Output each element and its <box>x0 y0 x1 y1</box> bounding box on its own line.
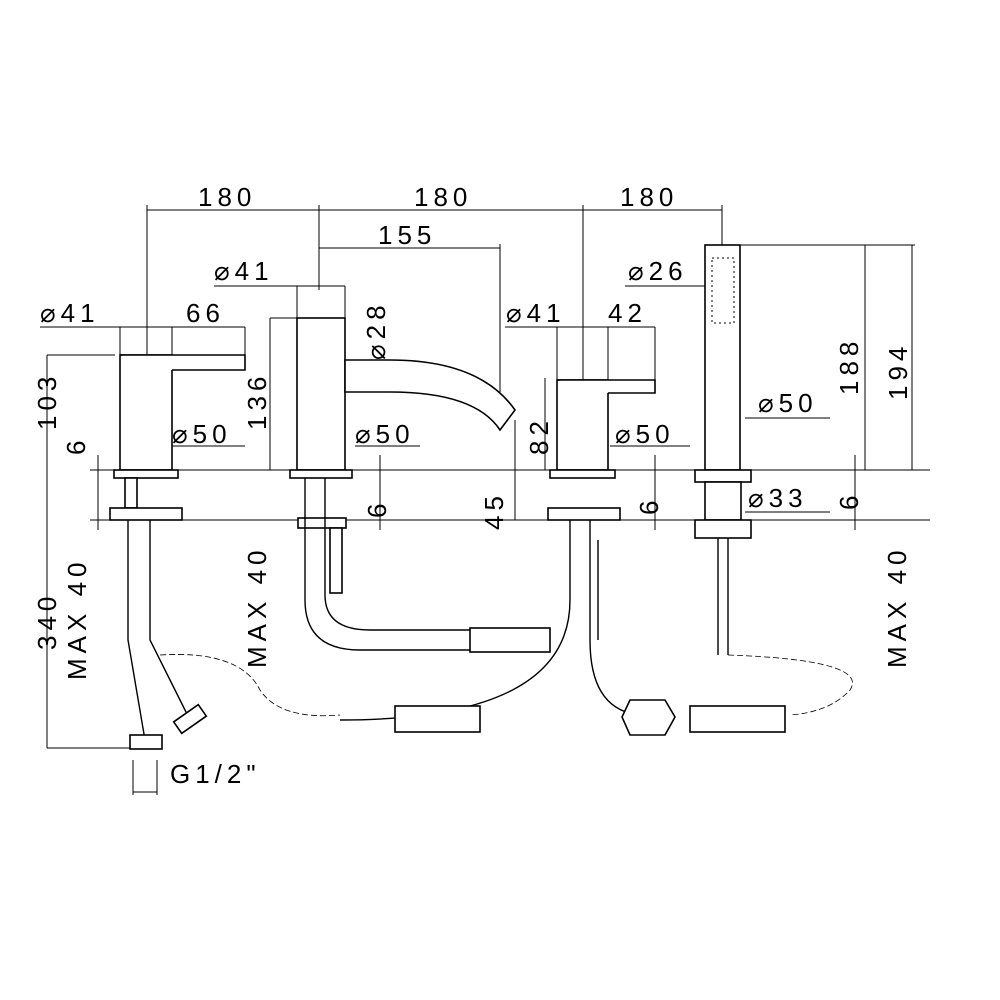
dim-handshower-base-diameter: ⌀50 <box>758 388 818 418</box>
dim-handshower-188: 188 <box>834 337 864 395</box>
dim-left-body-diameter: ⌀41 <box>40 298 100 328</box>
dim-spout-base-diameter: ⌀50 <box>355 419 415 449</box>
dim-handshower-diameter: ⌀26 <box>628 256 688 286</box>
dim-right-lever: 42 <box>608 298 647 328</box>
dim-hose-length: 340 <box>32 592 62 650</box>
dim-base-6-handshower: 6 <box>834 491 864 510</box>
dim-left-base-diameter: ⌀50 <box>172 419 232 449</box>
dim-outlet-low: 45 <box>479 491 509 530</box>
dim-spout-outlet-diameter: ⌀28 <box>361 300 391 360</box>
dim-spout-reach: 155 <box>378 220 436 250</box>
dim-max-deck-spout: MAX 40 <box>242 546 272 669</box>
dim-spacing-1: 180 <box>198 182 256 212</box>
left-lever-mixer <box>109 354 246 750</box>
dim-base-6-left: 6 <box>61 436 91 455</box>
dim-spout-body-diameter: ⌀41 <box>214 256 274 286</box>
right-lever-mixer <box>339 379 786 736</box>
dim-connection-thread: G1/2" <box>170 759 261 789</box>
dim-max-deck-right: MAX 40 <box>882 546 912 669</box>
dim-spacing-3: 180 <box>620 182 678 212</box>
dim-outlet-height: 82 <box>524 416 554 455</box>
dim-right-base-diameter: ⌀50 <box>615 419 675 449</box>
dim-handshower-holder-diameter: ⌀33 <box>748 483 808 513</box>
dim-base-6-spout: 6 <box>362 499 392 518</box>
spout <box>289 317 551 653</box>
dim-left-height: 103 <box>32 372 62 430</box>
dim-spout-height: 136 <box>242 372 272 430</box>
dim-handshower-194: 194 <box>883 342 913 400</box>
dim-max-deck-left: MAX 40 <box>62 558 92 681</box>
dim-right-body-diameter: ⌀41 <box>506 298 566 328</box>
handshower <box>159 244 853 717</box>
dim-base-6-right: 6 <box>634 496 664 515</box>
dim-spacing-2: 180 <box>414 182 472 212</box>
dim-left-lever: 66 <box>186 298 225 328</box>
